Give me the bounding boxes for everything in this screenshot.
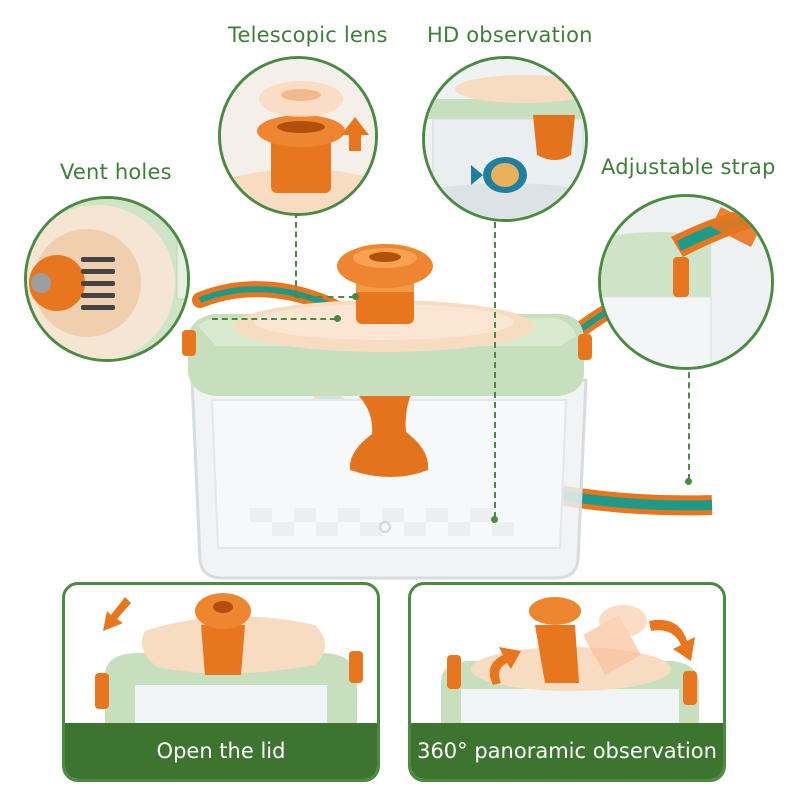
connector-dot (352, 293, 359, 300)
panel-panoramic: 360° panoramic observation (408, 582, 726, 782)
connector-strap (688, 362, 690, 480)
panel-open-lid-caption: Open the lid (65, 723, 377, 779)
zoom-adjustable-strap (598, 194, 774, 370)
label-telescopic-lens: Telescopic lens (228, 23, 388, 47)
arrow-up-icon (341, 117, 369, 151)
panel-open-lid: Open the lid (62, 582, 380, 782)
vent-holes-icon (81, 257, 115, 310)
rotate-arrow-icon (489, 647, 521, 685)
label-hd-observation: HD observation (427, 23, 593, 47)
connector-telescopic-h (295, 296, 355, 298)
connector-dot (685, 478, 692, 485)
connector-telescopic (295, 212, 297, 296)
panel-panoramic-caption: 360° panoramic observation (411, 723, 723, 779)
rotate-arrow-icon (649, 619, 695, 661)
zoom-hd-observation (422, 56, 588, 222)
connector-dot (491, 516, 498, 523)
label-adjustable-strap: Adjustable strap (601, 155, 776, 179)
zoom-telescopic-lens (218, 56, 378, 216)
connector-dot (334, 315, 341, 322)
label-vent-holes: Vent holes (60, 160, 172, 184)
connector-hd (494, 222, 496, 518)
arrow-down-icon (103, 597, 131, 631)
zoom-vent-holes (24, 196, 190, 362)
connector-vent (212, 318, 336, 320)
